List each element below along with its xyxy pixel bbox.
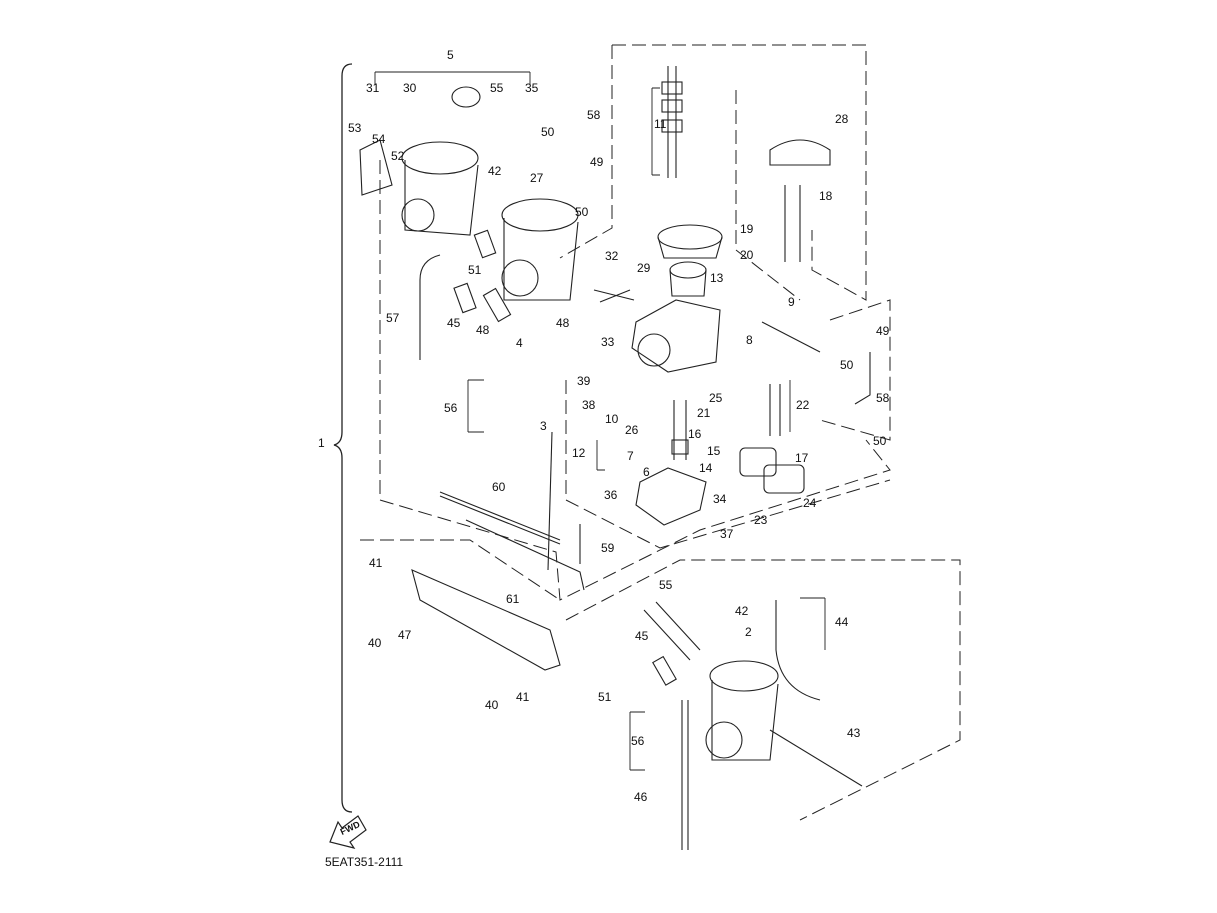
callout: 56 [631,734,645,748]
callout: 19 [740,222,754,236]
callout: 40 [485,698,499,712]
callout: 28 [835,112,849,126]
callout: 53 [348,121,362,135]
callout: 12 [572,446,586,460]
callout: 45 [447,316,461,330]
callout: 45 [635,629,649,643]
callout: 16 [688,427,702,441]
callout: 54 [372,132,386,146]
callout: 46 [634,790,648,804]
callout: 56 [444,401,458,415]
callout: 11 [654,117,667,131]
dashed-boundaries [360,44,961,821]
callout: 51 [598,690,612,704]
throttle-bracket [411,431,585,671]
callout: 35 [525,81,539,95]
callout: 55 [659,578,673,592]
carburetor-front-left [453,198,579,323]
callout: 4 [516,336,523,350]
callout: 49 [590,155,604,169]
callout: 36 [604,488,618,502]
callout: 50 [840,358,854,372]
callout: 32 [605,249,619,263]
callout: 58 [587,108,601,122]
callout: 15 [707,444,721,458]
callout: 42 [488,164,502,178]
callout: 8 [746,333,753,347]
assembly-brace [333,63,353,813]
callout: 22 [796,398,810,412]
callout: 51 [468,263,482,277]
callout: 40 [368,636,382,650]
callout: 44 [835,615,849,629]
callout: 52 [391,149,405,163]
leader-lines [374,71,826,771]
callout: 50 [873,434,887,448]
callout: 27 [530,171,544,185]
carburetor-rear-left [359,86,481,360]
callout: 33 [601,335,615,349]
callout: 7 [627,449,634,463]
float-bowl [635,400,805,526]
fwd-arrow-icon [329,815,367,849]
callout: 9 [788,295,795,309]
callout: 18 [819,189,833,203]
callout: 38 [582,398,596,412]
callout: 47 [398,628,412,642]
callout: 42 [735,604,749,618]
callout: 10 [605,412,619,426]
callout: 61 [506,592,520,606]
callout: 37 [720,527,734,541]
carburetor-bottom [643,600,863,850]
diagram-code: 5EAT351-2111 [325,855,404,869]
callout: 2 [745,625,752,639]
callout: 48 [556,316,570,330]
callout: 13 [710,271,724,285]
callout: 26 [625,423,639,437]
callout: 5 [447,48,454,62]
callout: 23 [754,513,768,527]
callout: 30 [403,81,417,95]
callout: 58 [876,391,890,405]
callout: 14 [699,461,713,475]
callout: 57 [386,311,400,325]
callout: 24 [803,496,817,510]
fuel-pipe-right [761,321,871,436]
carburetor-exploded [593,66,831,373]
callout: 39 [577,374,591,388]
callout: 60 [492,480,506,494]
callout: 20 [740,248,754,262]
callout: 6 [643,465,650,479]
callout: 48 [476,323,490,337]
callout: 29 [637,261,651,275]
callout: 55 [490,81,504,95]
callout: 50 [541,125,555,139]
callout: 41 [516,690,530,704]
callout: 34 [713,492,727,506]
callout: 43 [847,726,861,740]
callout: 25 [709,391,723,405]
callout: 31 [366,81,380,95]
callout: 3 [540,419,547,433]
callout: 49 [876,324,890,338]
callout: 21 [697,406,711,420]
callout: 1 [318,436,325,450]
callout: 41 [369,556,383,570]
callout: 50 [575,205,589,219]
callout: 17 [795,451,809,465]
callout: 59 [601,541,615,555]
